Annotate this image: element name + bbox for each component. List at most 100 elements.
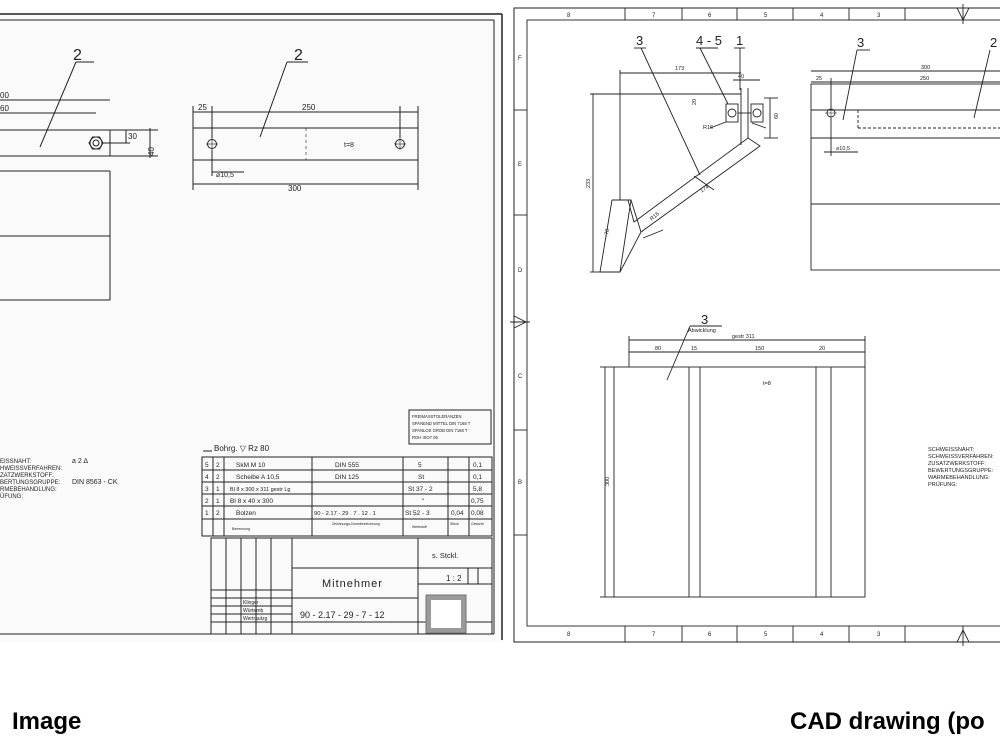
- svg-text:5: 5: [205, 462, 209, 469]
- cad-callout-3b: 3: [857, 35, 864, 50]
- svg-text:ÜFUNG:: ÜFUNG:: [0, 493, 23, 500]
- svg-text:2: 2: [216, 462, 220, 469]
- svg-text:SkM M 10: SkM M 10: [236, 462, 266, 469]
- cad-dim-60: 60: [774, 113, 780, 119]
- svg-text:St 52 - 3: St 52 - 3: [405, 510, 430, 517]
- svg-text:4: 4: [820, 632, 824, 638]
- svg-text:ZUSATZWERKSTOFF:: ZUSATZWERKSTOFF:: [928, 461, 986, 467]
- svg-text:RMEBEHANDLUNG:: RMEBEHANDLUNG:: [0, 487, 57, 493]
- svg-text:6: 6: [708, 632, 712, 638]
- caption-image: Image: [12, 708, 82, 735]
- svg-text:2: 2: [205, 498, 209, 505]
- dim-25: 25: [198, 103, 207, 112]
- cad-radius-16: R16: [703, 125, 713, 131]
- svg-text:PRÜFUNG:: PRÜFUNG:: [928, 481, 958, 488]
- svg-text:D: D: [518, 268, 523, 274]
- svg-text:ROH ISO7 05: ROH ISO7 05: [412, 435, 439, 440]
- svg-text:St 37 - 2: St 37 - 2: [408, 486, 433, 493]
- svg-text:C: C: [518, 374, 523, 380]
- cad-dim-40: 40: [738, 74, 744, 80]
- cad-dim-300-vertical: 300: [605, 477, 611, 486]
- svg-text:Gewicht: Gewicht: [471, 522, 484, 526]
- svg-text:7: 7: [652, 13, 656, 19]
- svg-text:DIN 555: DIN 555: [335, 462, 359, 469]
- svg-text:EISSNAHT:: EISSNAHT:: [0, 459, 31, 465]
- svg-text:Bolzen: Bolzen: [236, 510, 256, 517]
- svg-text:3: 3: [877, 13, 881, 19]
- cad-callout-4-5: 4 - 5: [696, 33, 722, 48]
- weld-value-a2: a 2 ∆: [72, 458, 89, 465]
- svg-text:E: E: [518, 162, 522, 168]
- svg-text:3: 3: [205, 486, 209, 493]
- approval-names: Klinger Würtemb Wertrautzg: [243, 600, 268, 622]
- svg-text:B: B: [518, 480, 522, 486]
- cad-drawing: [510, 4, 1000, 646]
- drawing-scale: 1 : 2: [446, 574, 462, 583]
- cad-dim-250: 250: [920, 76, 929, 82]
- cad-dim-173: 173: [675, 66, 684, 72]
- bom-header: Benennung Zeichnungs-Normbezeichnung Wer…: [232, 522, 484, 531]
- svg-text:0,1: 0,1: [473, 474, 482, 481]
- thickness-label: t=8: [344, 142, 354, 149]
- svg-text:St: St: [418, 474, 424, 481]
- svg-text:4: 4: [205, 474, 209, 481]
- svg-text:0,75: 0,75: [471, 498, 484, 505]
- svg-text:3: 3: [877, 632, 881, 638]
- dim-00: 00: [0, 91, 9, 100]
- svg-text:6: 6: [708, 13, 712, 19]
- svg-text:SPANLOS GROB DIN 7168 T: SPANLOS GROB DIN 7168 T: [412, 428, 468, 433]
- svg-text:F: F: [518, 56, 522, 62]
- svg-text:Würtemb: Würtemb: [243, 608, 264, 614]
- cad-radius-bend: R16: [649, 211, 661, 222]
- dim-30: 30: [128, 132, 137, 141]
- svg-text:Benennung: Benennung: [232, 527, 250, 531]
- drawing-title: Mitnehmer: [322, 578, 383, 590]
- svg-text:WARMEBEHANDLUNG:: WARMEBEHANDLUNG:: [928, 475, 990, 481]
- svg-text:2: 2: [216, 474, 220, 481]
- roughness-note: Bohrg. ▽ Rz 80: [214, 444, 270, 453]
- svg-text:HWEISSVERFAHREN:: HWEISSVERFAHREN:: [0, 466, 62, 472]
- scanned-drawing-text: 2 2 00 60 30 40 25 250 300 ⌀10,5 t=8 EIS…: [0, 47, 484, 622]
- svg-text:0,1: 0,1: [473, 462, 482, 469]
- svg-text:5: 5: [764, 13, 768, 19]
- svg-text:Wertrautzg: Wertrautzg: [243, 616, 268, 622]
- cad-dim-80: 80: [655, 346, 661, 352]
- svg-text:": ": [422, 498, 425, 505]
- svg-text:4: 4: [820, 13, 824, 19]
- dim-60: 60: [0, 104, 9, 113]
- svg-text:1: 1: [216, 498, 220, 505]
- svg-text:1: 1: [205, 510, 209, 517]
- svg-text:8: 8: [567, 632, 571, 638]
- svg-text:8: 8: [567, 13, 571, 19]
- svg-text:0,04: 0,04: [451, 510, 464, 517]
- svg-text:Bl 8 x 40 x 300: Bl 8 x 40 x 300: [230, 498, 273, 505]
- stueckliste-ref: s. Stckl.: [432, 551, 458, 560]
- weld-value-din: DIN 8563 - CK: [72, 479, 118, 486]
- svg-text:7: 7: [652, 632, 656, 638]
- svg-text:Stück: Stück: [450, 522, 459, 526]
- cad-callout-2: 2: [990, 35, 997, 50]
- tolerance-note: FREIMASSTOLERANZEN SPANEND MITTEL DIN 71…: [412, 414, 471, 440]
- svg-text:1: 1: [216, 486, 220, 493]
- cad-dim-70: ~70: [604, 228, 612, 238]
- cad-dim-gestr: gestr 311: [732, 334, 755, 340]
- weld-notes: EISSNAHT: HWEISSVERFAHREN: ZATZWERKSTOFF…: [0, 459, 62, 500]
- callout-2-right: 2: [294, 47, 303, 64]
- svg-text:2: 2: [216, 510, 220, 517]
- cad-dim-20: 20: [692, 99, 698, 105]
- svg-text:0,08: 0,08: [471, 510, 484, 517]
- svg-text:DIN 125: DIN 125: [335, 474, 359, 481]
- dim-diameter: ⌀10,5: [216, 172, 234, 179]
- cad-thickness-label: t=8: [763, 381, 771, 387]
- cad-drawing-text: 3 4 - 5 1 3 2 3 173 300 250 25 20 60 40 …: [518, 13, 997, 638]
- dim-250: 250: [302, 103, 316, 112]
- cad-callout-3c: 3: [701, 312, 708, 327]
- svg-text:ZATZWERKSTOFF:: ZATZWERKSTOFF:: [0, 473, 54, 479]
- cad-dim-diameter: ⌀10,5: [836, 146, 850, 152]
- svg-text:5: 5: [418, 462, 422, 469]
- drawing-number: 90 - 2.17 - 29 - 7 - 12: [300, 610, 385, 620]
- svg-text:Bl 8 x 300 x 311 gestr Lg: Bl 8 x 300 x 311 gestr Lg: [230, 487, 290, 493]
- cad-callout-1: 1: [736, 33, 743, 48]
